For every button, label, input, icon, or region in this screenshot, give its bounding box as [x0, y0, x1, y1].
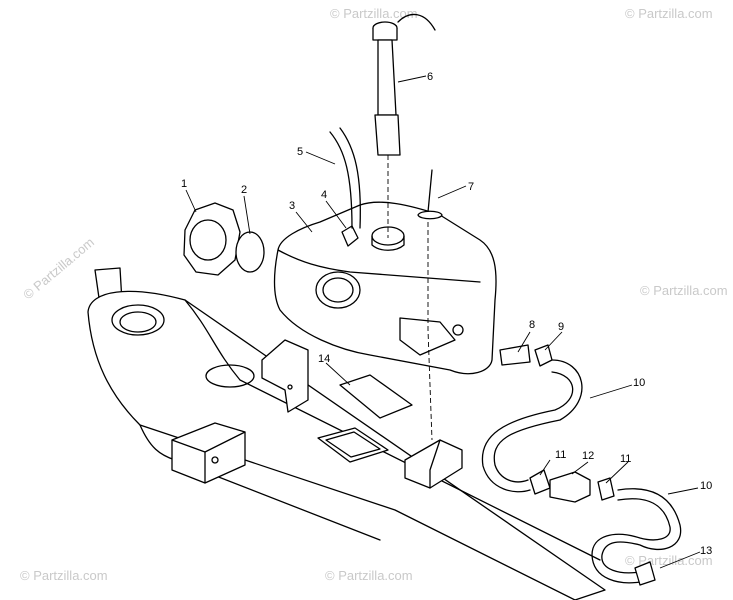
filler-cap	[183, 202, 241, 276]
cap-gasket	[235, 231, 265, 273]
hose-clamp	[534, 344, 553, 367]
watermark: © Partzilla.com	[330, 6, 418, 21]
hose-clamp	[597, 477, 615, 501]
part-label: 6	[427, 71, 433, 83]
part-label: 14	[318, 353, 330, 365]
pad	[339, 374, 413, 419]
part-label: 10	[633, 377, 645, 389]
part-label: 8	[529, 319, 535, 331]
watermark: © Partzilla.com	[20, 234, 97, 302]
oil-tank	[273, 201, 497, 375]
watermark: © Partzilla.com	[625, 6, 713, 21]
dipstick	[427, 169, 433, 213]
part-label: 3	[289, 200, 295, 212]
leader-lines	[185, 75, 701, 569]
part-label: 2	[241, 184, 247, 196]
hose-clamp	[529, 469, 551, 495]
vent-hose	[329, 131, 353, 229]
part-labels: 1 2 3 4 5 6 7 8 9 10 10 11 11 12 13 14	[181, 71, 712, 557]
hose-clamp	[634, 561, 656, 586]
dipstick-centerline	[427, 222, 433, 441]
part-label: 12	[582, 450, 594, 462]
part-label: 11	[620, 453, 631, 465]
inline-filter	[549, 471, 591, 503]
oil-hose	[493, 359, 583, 483]
part-label: 1	[181, 178, 187, 190]
watermark: © Partzilla.com	[640, 283, 728, 298]
part-label: 5	[297, 146, 303, 158]
part-label: 13	[700, 545, 712, 557]
oil-hose	[601, 488, 682, 574]
frame	[87, 267, 606, 600]
part-label: 9	[558, 321, 564, 333]
drain-fitting	[499, 344, 531, 366]
watermark: © Partzilla.com	[325, 568, 413, 583]
fitting	[341, 225, 359, 247]
watermark: © Partzilla.com	[20, 568, 108, 583]
level-sensor	[372, 13, 436, 156]
part-label: 10	[700, 480, 712, 492]
part-label: 7	[468, 181, 474, 193]
part-label: 4	[321, 189, 327, 201]
part-label: 11	[555, 449, 566, 461]
